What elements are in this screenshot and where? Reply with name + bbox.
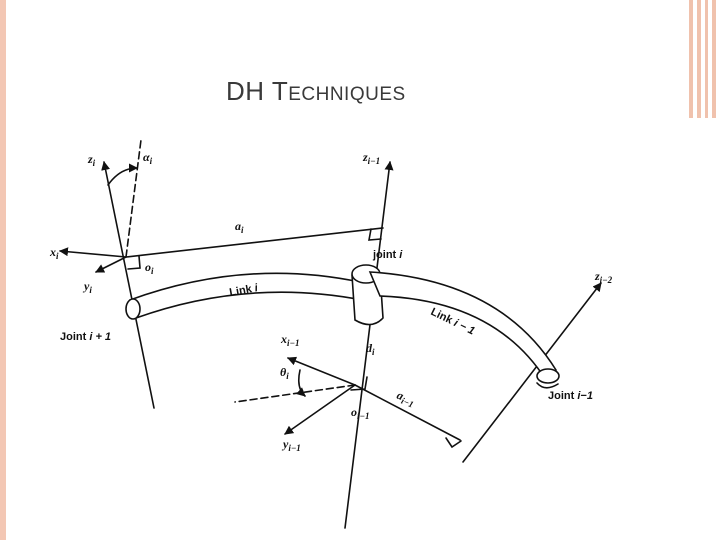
label-joint-i-plus-1-index: i + 1: [89, 331, 111, 343]
axis-z-i-minus-2: [462, 282, 602, 463]
svg-text:yi: yi: [82, 279, 92, 295]
label-a-i-minus-1: a: [395, 388, 406, 403]
svg-text:Joint i + 1: Joint i + 1: [60, 331, 111, 343]
label-joint-i-minus-1-index: i−1: [577, 390, 593, 402]
label-link-i-minus-1-index: i − 1: [452, 317, 477, 337]
axis-x-i-minus-1: [287, 356, 356, 386]
right-angle-marker: [127, 255, 141, 270]
label-joint-i-index: i: [399, 249, 403, 261]
label-z-i: z: [87, 152, 93, 166]
label-z-i-minus-1-sub: i−1: [368, 156, 380, 166]
label-link-i: Link: [228, 283, 253, 299]
svg-text:Joint i−1: Joint i−1: [548, 390, 593, 402]
label-z-i-minus-2-sub: i−2: [600, 275, 613, 285]
label-z-i-minus-1: z: [362, 150, 368, 164]
title-cap-letter: T: [271, 76, 289, 106]
slide-border-right-stripe: [712, 0, 716, 118]
label-alpha-i-sub: i: [150, 156, 153, 166]
label-y-i-sub: i: [89, 285, 92, 295]
axis-z-i-minus-1: [344, 161, 394, 529]
label-joint-i: joint: [372, 249, 397, 261]
svg-text:oi−1: oi−1: [351, 405, 369, 421]
slide-title: DH TECHNIQUES: [226, 76, 406, 107]
label-d-i: d: [366, 341, 373, 355]
svg-text:xi−1: xi−1: [280, 332, 299, 348]
right-angle-marker: [350, 376, 368, 391]
axis-y-i: [95, 256, 127, 273]
common-normal-a-i: [125, 227, 384, 258]
common-normal-a-i-minus-1: [354, 384, 461, 441]
label-x-i-minus-1-sub: i−1: [287, 338, 299, 348]
label-y-i: y: [82, 279, 90, 293]
svg-text:zi−2: zi−2: [594, 269, 613, 285]
label-a-i-minus-1-sub: i−1: [400, 396, 415, 410]
label-o-i: o: [145, 260, 151, 274]
label-x-i: x: [49, 245, 56, 259]
projected-x-i-dashed-line: [234, 384, 356, 403]
theta-angle-arc: [296, 369, 306, 397]
label-joint-i-plus-1: Joint: [60, 331, 87, 343]
svg-text:joint i: joint i: [372, 249, 403, 261]
slide-border-left: [0, 0, 6, 540]
alpha-reference-dashed-line: [125, 139, 142, 258]
label-y-i-minus-1: y: [281, 437, 289, 451]
joint-i-minus-1-cap: [536, 368, 560, 384]
right-angle-marker: [368, 228, 382, 241]
label-z-i-sub: i: [93, 158, 96, 168]
axis-y-i-minus-1: [284, 384, 356, 435]
svg-text:di: di: [366, 341, 375, 357]
svg-text:oi: oi: [145, 260, 154, 276]
axis-x-i: [59, 247, 127, 258]
label-o-i-sub: i: [151, 266, 154, 276]
label-y-i-minus-1-sub: i−1: [288, 443, 300, 453]
label-a-i: a: [235, 219, 241, 233]
axis-z-i: [101, 161, 155, 409]
label-link-i-index: i: [254, 282, 260, 295]
svg-text:Link i: Link i: [228, 282, 259, 299]
label-x-i-sub: i: [56, 251, 59, 261]
right-angle-marker: [445, 437, 462, 449]
svg-text:zi−1: zi−1: [362, 150, 380, 166]
svg-text:ai: ai: [235, 219, 244, 235]
label-z-i-minus-2: z: [594, 269, 600, 283]
label-d-i-sub: i: [372, 347, 375, 357]
svg-text:zi: zi: [87, 152, 96, 168]
svg-text:yi−1: yi−1: [281, 437, 301, 453]
svg-text:ai−1: ai−1: [394, 388, 417, 410]
label-o-i-minus-1-sub: i−1: [357, 411, 369, 421]
label-a-i-sub: i: [241, 225, 244, 235]
svg-text:xi: xi: [49, 245, 59, 261]
joint-i-plus-1-cap: [125, 298, 141, 320]
label-joint-i-minus-1: Joint: [548, 390, 575, 402]
slide-border-right-stripe: [689, 0, 693, 118]
label-theta-i-sub: i: [286, 371, 289, 381]
svg-text:θi: θi: [280, 365, 289, 381]
title-word-dh: DH: [226, 76, 265, 106]
label-o-i-minus-1: o: [351, 405, 357, 419]
slide-border-right-stripe: [705, 0, 708, 118]
svg-text:αi: αi: [143, 150, 153, 166]
label-theta-i: θ: [280, 365, 287, 379]
label-link-i-minus-1: Link: [429, 306, 455, 327]
joint-i-minus-1-edge: [536, 382, 559, 389]
alpha-angle-arc: [107, 163, 138, 186]
title-rest: ECHNIQUES: [288, 84, 406, 105]
label-alpha-i: α: [143, 150, 150, 164]
label-x-i-minus-1: x: [280, 332, 287, 346]
slide-border-right-stripe: [697, 0, 701, 118]
